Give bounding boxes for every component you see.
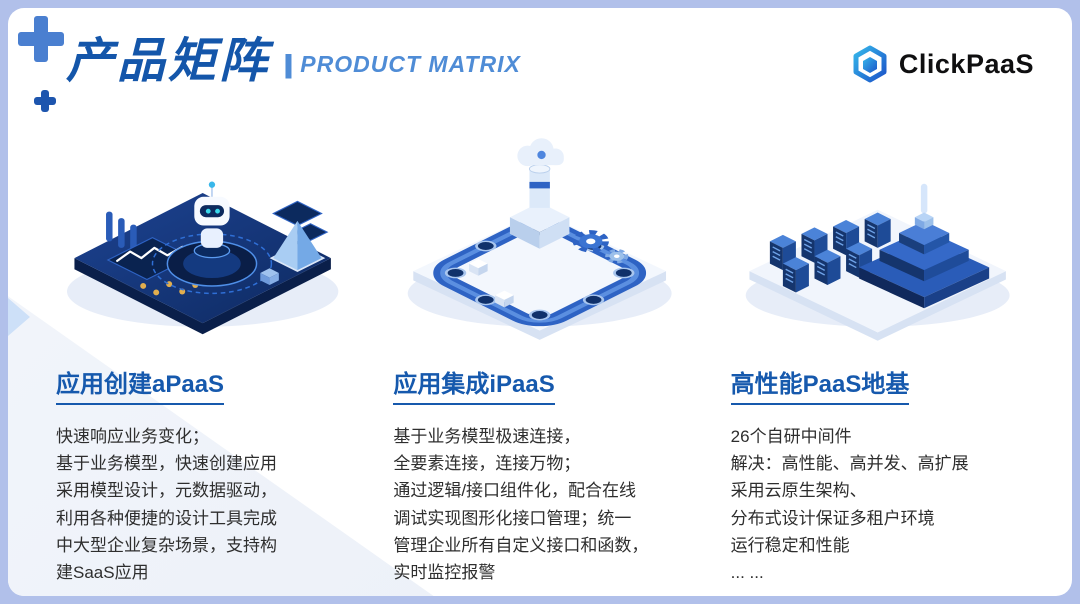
server-foundation-illustration	[745, 184, 1010, 342]
subtitle-group: | PRODUCT MATRIX	[281, 48, 521, 80]
gear-icon	[572, 230, 610, 254]
column-title: 高性能PaaS地基	[730, 364, 910, 405]
package-icon	[495, 291, 514, 308]
cube-icon	[260, 268, 279, 286]
column-ipaas: 应用集成iPaaS 基于业务模型极速连接， 全要素连接，连接万物； 通过逻辑/接…	[391, 120, 688, 586]
text-line: 采用云原生架构、	[730, 481, 867, 501]
column-text: 基于业务模型极速连接， 全要素连接，连接万物； 通过逻辑/接口组件化，配合在线 …	[393, 423, 688, 586]
product-columns: 应用创建aPaaS 快速响应业务变化； 基于业务模型，快速创建应用 采用模型设计…	[54, 120, 1026, 586]
package-icon	[469, 259, 488, 277]
integration-loop-illustration	[408, 138, 672, 341]
cloud-icon	[517, 138, 565, 167]
title-group: 产品矩阵 | PRODUCT MATRIX	[56, 35, 521, 89]
title-divider: |	[281, 48, 295, 79]
text-line: 采用模型设计，元数据驱动，	[56, 481, 277, 501]
text-line: 快速响应业务变化；	[56, 427, 209, 446]
text-line: ... ...	[730, 562, 764, 582]
plus-decoration	[34, 90, 56, 112]
text-line: 解决：高性能、高并发、高扩展	[730, 454, 969, 474]
text-line: 分布式设计保证多租户环境	[730, 508, 935, 528]
plus-decoration	[18, 16, 64, 62]
page-subtitle: PRODUCT MATRIX	[300, 50, 521, 77]
text-line: 利用各种便捷的设计工具完成	[56, 508, 277, 528]
text-line: 全要素连接，连接万物；	[393, 454, 581, 474]
column-text: 26个自研中间件 解决：高性能、高并发、高扩展 采用云原生架构、 分布式设计保证…	[731, 423, 1026, 586]
illustration-ipaas	[391, 120, 688, 344]
machine-icon	[510, 164, 570, 250]
illustration-apaas	[54, 120, 351, 344]
brand-name: ClickPaaS	[898, 48, 1034, 79]
gear-icon-small	[605, 249, 629, 264]
text-line: 调试实现图形化接口管理；统一	[393, 508, 632, 528]
column-foundation: 高性能PaaS地基 26个自研中间件 解决：高性能、高并发、高扩展 采用云原生架…	[729, 120, 1026, 586]
stepped-pyramid-icon	[858, 184, 989, 309]
text-line: 26个自研中间件	[730, 427, 852, 446]
column-text: 快速响应业务变化； 基于业务模型，快速创建应用 采用模型设计，元数据驱动， 利用…	[56, 423, 351, 586]
text-line: 基于业务模型极速连接，	[393, 427, 581, 446]
text-line: 建SaaS应用	[56, 562, 149, 582]
text-line: 通过逻辑/接口组件化，配合在线	[393, 481, 637, 501]
robot-dashboard-illustration	[67, 181, 339, 335]
column-title: 应用创建aPaaS	[56, 364, 225, 405]
text-line: 管理企业所有自定义接口和函数，	[393, 535, 649, 555]
column-title: 应用集成iPaaS	[393, 364, 555, 405]
pyramid-icon	[269, 221, 326, 273]
brand-logo: ClickPaaS	[850, 44, 1034, 84]
text-line: 中大型企业复杂场景，支持构	[56, 535, 277, 555]
text-line: 基于业务模型，快速创建应用	[56, 454, 277, 474]
page-title: 产品矩阵	[66, 35, 271, 88]
text-line: 实时监控报警	[393, 562, 496, 582]
header: 产品矩阵 | PRODUCT MATRIX ClickPaaS	[56, 35, 1034, 89]
illustration-foundation	[729, 120, 1026, 344]
hexagon-logo-icon	[853, 45, 887, 83]
slide-card: 产品矩阵 | PRODUCT MATRIX ClickPaaS	[8, 8, 1072, 596]
text-line: 运行稳定和性能	[730, 535, 850, 555]
robot-icon	[193, 181, 231, 259]
column-apaas: 应用创建aPaaS 快速响应业务变化； 基于业务模型，快速创建应用 采用模型设计…	[54, 120, 351, 586]
